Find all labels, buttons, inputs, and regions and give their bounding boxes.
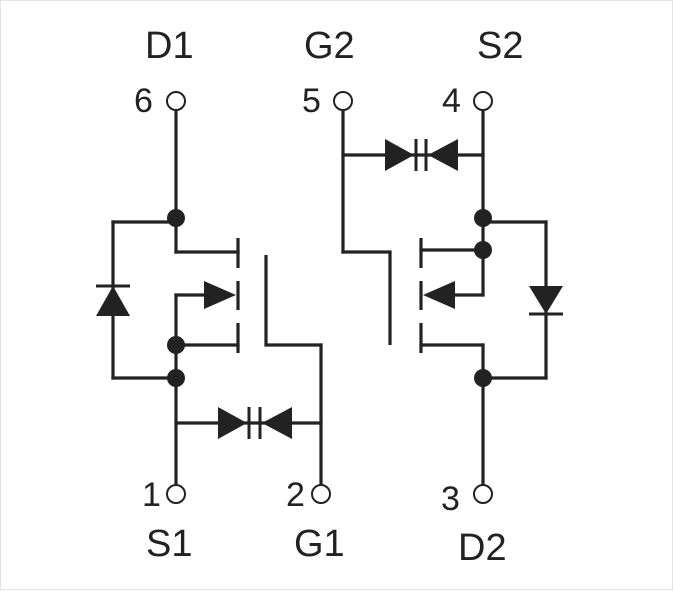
pin-2-terminal [311,484,331,504]
mosfet-q1 [96,108,323,492]
mosfet-q2 [341,108,563,492]
pin-name-g1: G1 [294,523,345,565]
q1-body-arrow [204,281,236,309]
q1-junction-source [167,336,185,354]
pin-name-g2: G2 [304,25,355,67]
pin-number-4: 4 [442,82,461,120]
pin-terminals [166,91,493,504]
q2-junction-top [474,209,492,227]
pin-number-6: 6 [134,82,153,120]
q1-junction-drain [167,209,185,227]
pin-number-2: 2 [286,476,305,514]
pin-5-terminal [333,91,353,111]
pin-number-1: 1 [142,476,161,514]
q2-body-diode [529,286,563,314]
pin-6-terminal [166,91,186,111]
q2-junction-source [474,241,492,259]
q1-body-diode [96,286,130,316]
pin-labels: D1 6 G2 5 S2 4 1 S1 2 G1 3 D2 [134,25,523,569]
pin-number-5: 5 [302,82,321,120]
pin-name-s2: S2 [477,25,523,67]
q2-zener-left [385,139,414,171]
q2-zener-right [428,139,458,171]
pin-4-terminal [473,91,493,111]
q2-body-arrow [423,281,455,309]
pin-name-d2: D2 [458,527,507,569]
q1-junction-diode [167,369,185,387]
q1-zener-right [262,407,292,439]
pin-number-3: 3 [441,480,460,518]
pin-name-d1: D1 [145,25,194,67]
pin-name-s1: S1 [146,523,192,565]
pin-3-terminal [473,484,493,504]
q1-zener-left [218,407,247,439]
pin-1-terminal [166,484,186,504]
q2-junction-diode [474,369,492,387]
